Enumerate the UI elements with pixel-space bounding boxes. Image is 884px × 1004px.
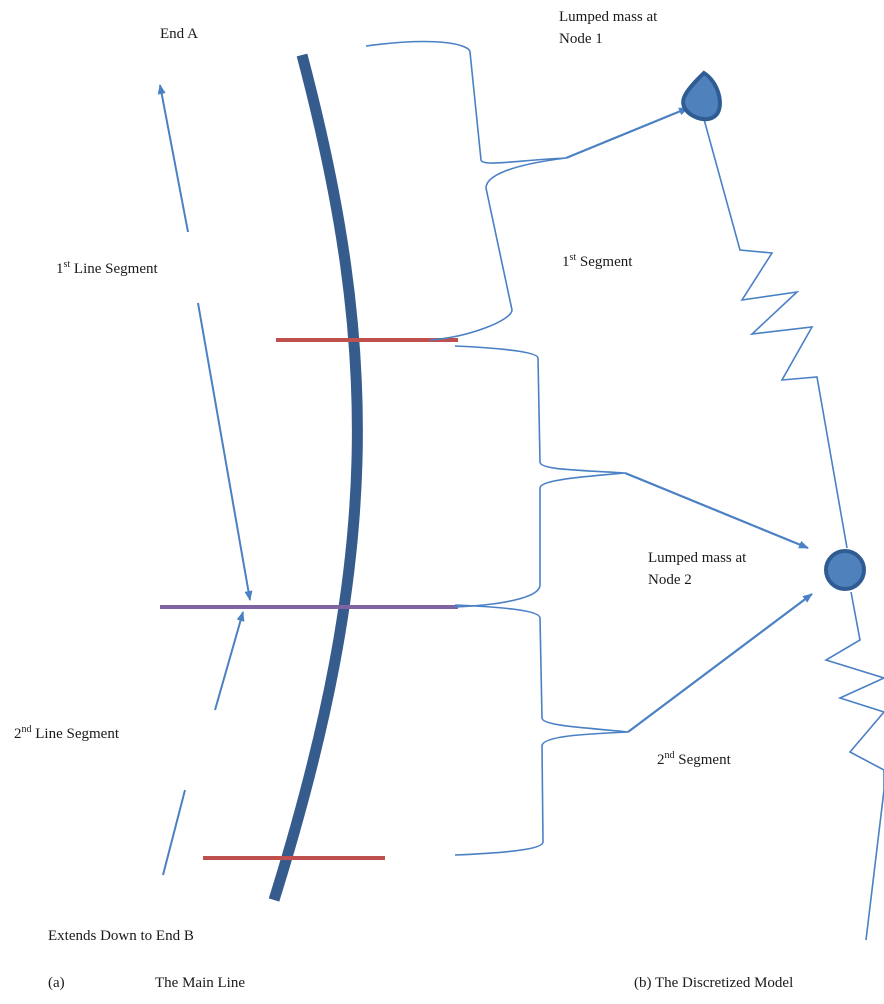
segment-1-num: 1 [562,254,570,270]
caption-a-text: The Main Line [155,975,245,991]
end-a-text: End A [160,26,198,42]
line-segment-1-num: 1 [56,261,64,277]
caption-a: The Main Line [155,975,245,992]
extends-down-text: Extends Down to End B [48,928,194,944]
end-a-label: End A [160,23,198,45]
caption-a-marker: (a) [48,975,65,992]
line-segment-2-sup: nd [21,724,32,735]
line-segment-2-num: 2 [14,726,22,742]
lumped-mass-node-1 [681,70,722,122]
segment-1-text: Segment [576,254,633,270]
arrow-to-node-1 [565,106,689,160]
line-segment-2-label: 2nd Line Segment [14,723,119,745]
line-segment-1-sup: st [63,259,71,270]
segment-1-sup: st [569,252,577,263]
lumped-mass-node-2 [824,549,866,591]
segment-1-label: 1st Segment [562,251,632,273]
line-segment-2-text: Line Segment [31,726,119,742]
main-line [268,53,363,902]
spring-below-node2 [824,591,884,941]
caption-b: (b) The Discretized Model [634,975,793,992]
segment-2-label: 2nd Segment [657,749,731,771]
brace-segment-2 [454,604,629,856]
node-1-label-line-1: Lumped mass at [559,9,658,25]
arrow-to-divider-from-below [214,611,245,711]
segment-2-sup: nd [664,750,675,761]
node-2-label: Lumped mass at Node 2 [648,547,746,591]
node-2-label-line-1: Lumped mass at [648,550,747,566]
caption-b-text: (b) The Discretized Model [634,975,794,991]
node-1-label: Lumped mass at Node 1 [559,6,657,50]
arrow-to-end-a [157,84,189,233]
arrow-to-divider-from-above [197,302,253,601]
segment-2-num: 2 [657,752,665,768]
brace-segment-middle [454,345,626,608]
node-2-label-line-2: Node 2 [648,572,692,588]
line-extends-down [162,789,186,876]
node-1-label-line-2: Node 1 [559,31,603,47]
arrow-to-node-2-from-segment-2 [627,593,813,733]
line-segment-1-label: 1st Line Segment [56,258,158,280]
brace-segment-1 [365,40,567,341]
line-segment-1-text: Line Segment [70,261,158,277]
caption-a-marker-text: (a) [48,975,65,991]
arrow-to-node-2-from-segment-1 [624,471,809,550]
extends-down-label: Extends Down to End B [48,925,194,947]
segment-2-text: Segment [674,752,731,768]
spring-node1-node2 [701,111,848,549]
